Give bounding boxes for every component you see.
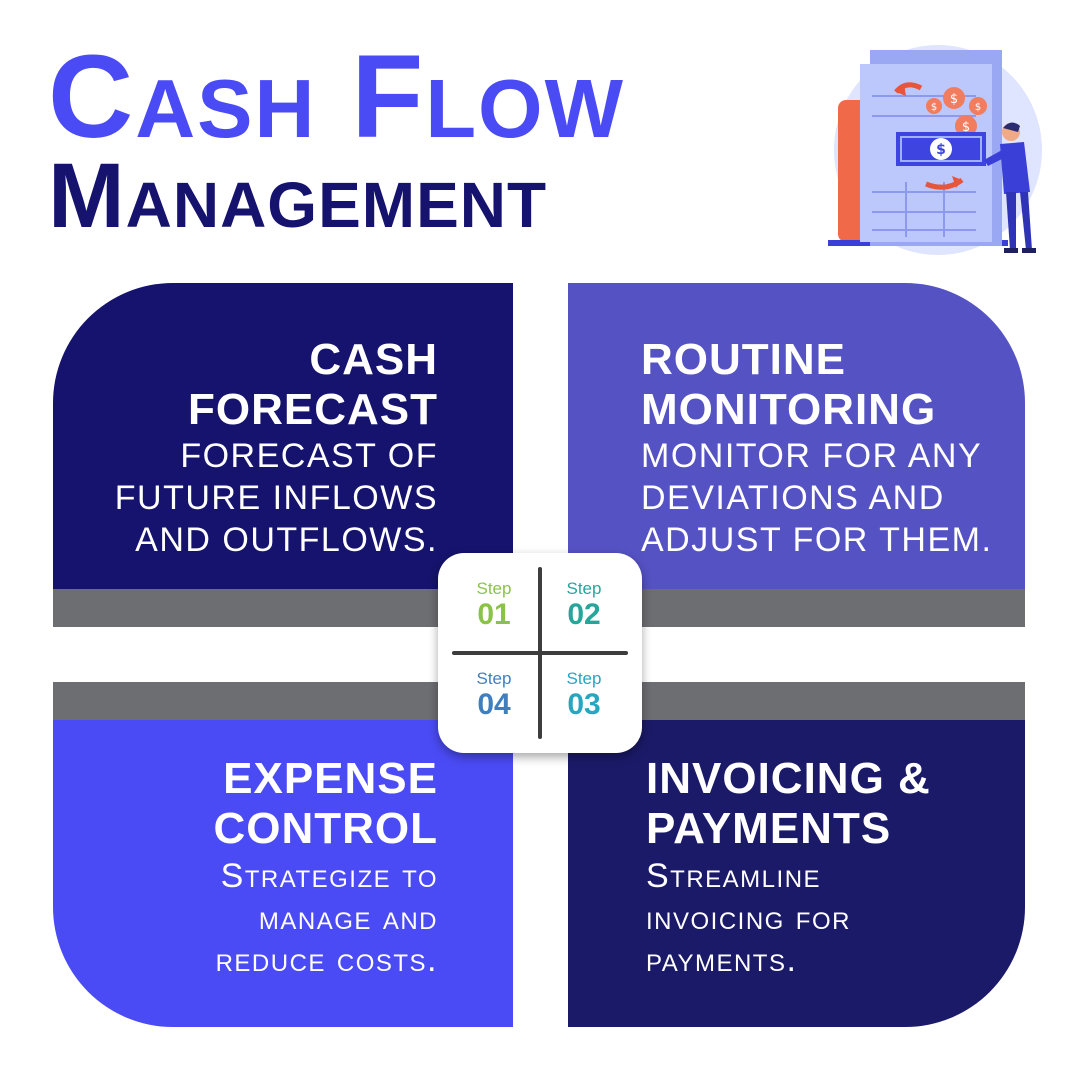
routine-monitoring-title: ROUTINE MONITORING [641,335,937,434]
expense-control-title: EXPENSE CONTROL [213,754,438,853]
steps-divider-horizontal [452,651,628,655]
step-01: Step 01 [454,579,534,631]
cash-flow-illustration-icon: $ $ $ $ $ [828,45,1042,255]
step-04: Step 04 [454,669,534,721]
svg-text:$: $ [975,102,981,113]
divider-band-top-right [568,589,1025,627]
page-title-line2: Management [48,145,548,247]
cash-forecast-title: CASH FORECAST [188,335,438,434]
invoicing-payments-card: INVOICING & PAYMENTS Streamline invoicin… [568,720,1025,1027]
routine-monitoring-description: MONITOR FOR ANY DEVIATIONS AND ADJUST FO… [641,437,993,559]
step-label: Step [476,669,512,688]
expense-control-card: EXPENSE CONTROL Strategize to manage and… [53,720,513,1027]
step-number: 04 [477,688,511,721]
person-icon [984,122,1036,253]
cash-forecast-card: CASH FORECAST FORECAST OF FUTURE INFLOWS… [53,283,513,589]
divider-band-bottom-left [53,682,513,720]
step-label: Step [476,579,512,598]
document-lines [872,95,976,237]
step-label: Step [566,579,602,598]
routine-monitoring-card: ROUTINE MONITORING MONITOR FOR ANY DEVIA… [568,283,1025,589]
step-label: Step [566,669,602,688]
invoicing-payments-title: INVOICING & PAYMENTS [646,754,931,853]
svg-text:$: $ [936,142,946,158]
page-title-line1: Cash Flow [48,31,625,163]
svg-text:$: $ [931,102,937,113]
coin-icons: $ $ $ $ [926,87,987,137]
step-number: 03 [567,688,601,721]
arrow-left-icon [894,82,923,94]
svg-text:$: $ [950,92,958,107]
cash-forecast-description: FORECAST OF FUTURE INFLOWS AND OUTFLOWS. [114,437,438,559]
step-02: Step 02 [544,579,624,631]
steps-card: Step 01 Step 02 Step 04 Step 03 [438,553,642,753]
invoicing-payments-description: Streamline invoicing for payments. [646,857,851,979]
expense-control-description: Strategize to manage and reduce costs. [215,857,438,979]
step-number: 02 [567,598,601,631]
step-03: Step 03 [544,669,624,721]
divider-band-bottom-right [568,682,1025,720]
step-number: 01 [477,598,511,631]
divider-band-top-left [53,589,513,627]
svg-text:$: $ [962,120,970,135]
